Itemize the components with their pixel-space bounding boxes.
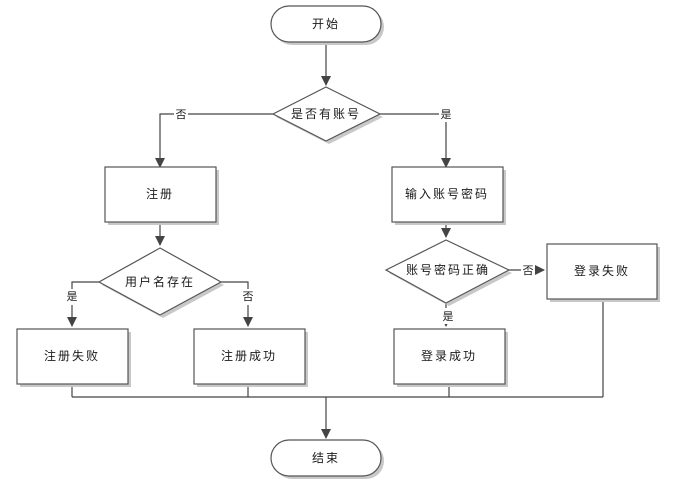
label-user-exists-yes: 是 xyxy=(67,290,78,303)
register-label: 注册 xyxy=(146,186,174,201)
enter-credentials-node: 输入账号密码 xyxy=(391,166,506,225)
register-success-label: 注册成功 xyxy=(221,348,277,363)
start-label: 开始 xyxy=(312,17,340,31)
user-exists-decision: 用户名存在 xyxy=(97,247,224,318)
label-user-exists-no: 否 xyxy=(243,290,254,303)
enter-credentials-label: 输入账号密码 xyxy=(405,186,489,201)
login-success-node: 登录成功 xyxy=(393,328,508,387)
end-node: 结束 xyxy=(270,439,384,479)
edge-no-account-to-register xyxy=(155,113,273,168)
label-has-account: 是 xyxy=(441,108,452,121)
start-node: 开始 xyxy=(270,5,384,45)
register-node: 注册 xyxy=(104,166,219,225)
credentials-correct-label: 账号密码正确 xyxy=(406,262,490,277)
register-success-node: 注册成功 xyxy=(193,328,308,387)
login-failed-node: 登录失败 xyxy=(546,243,660,302)
user-exists-label: 用户名存在 xyxy=(125,274,195,289)
register-failed-node: 注册失败 xyxy=(16,328,131,387)
edge-has-account-to-credentials xyxy=(380,113,451,168)
label-no-account: 否 xyxy=(176,108,187,121)
edge-user-exists-no xyxy=(221,281,253,327)
edge-user-exists-yes xyxy=(67,281,99,327)
credentials-correct-decision: 账号密码正确 xyxy=(384,239,512,306)
has-account-label: 是否有账号 xyxy=(291,107,361,121)
label-credentials-no: 否 xyxy=(523,264,534,277)
label-credentials-yes: 是 xyxy=(443,310,454,323)
end-label: 结束 xyxy=(312,451,340,465)
login-success-label: 登录成功 xyxy=(421,348,477,363)
has-account-decision: 是否有账号 xyxy=(271,86,383,144)
login-failed-label: 登录失败 xyxy=(574,263,630,278)
register-failed-label: 注册失败 xyxy=(44,348,100,363)
